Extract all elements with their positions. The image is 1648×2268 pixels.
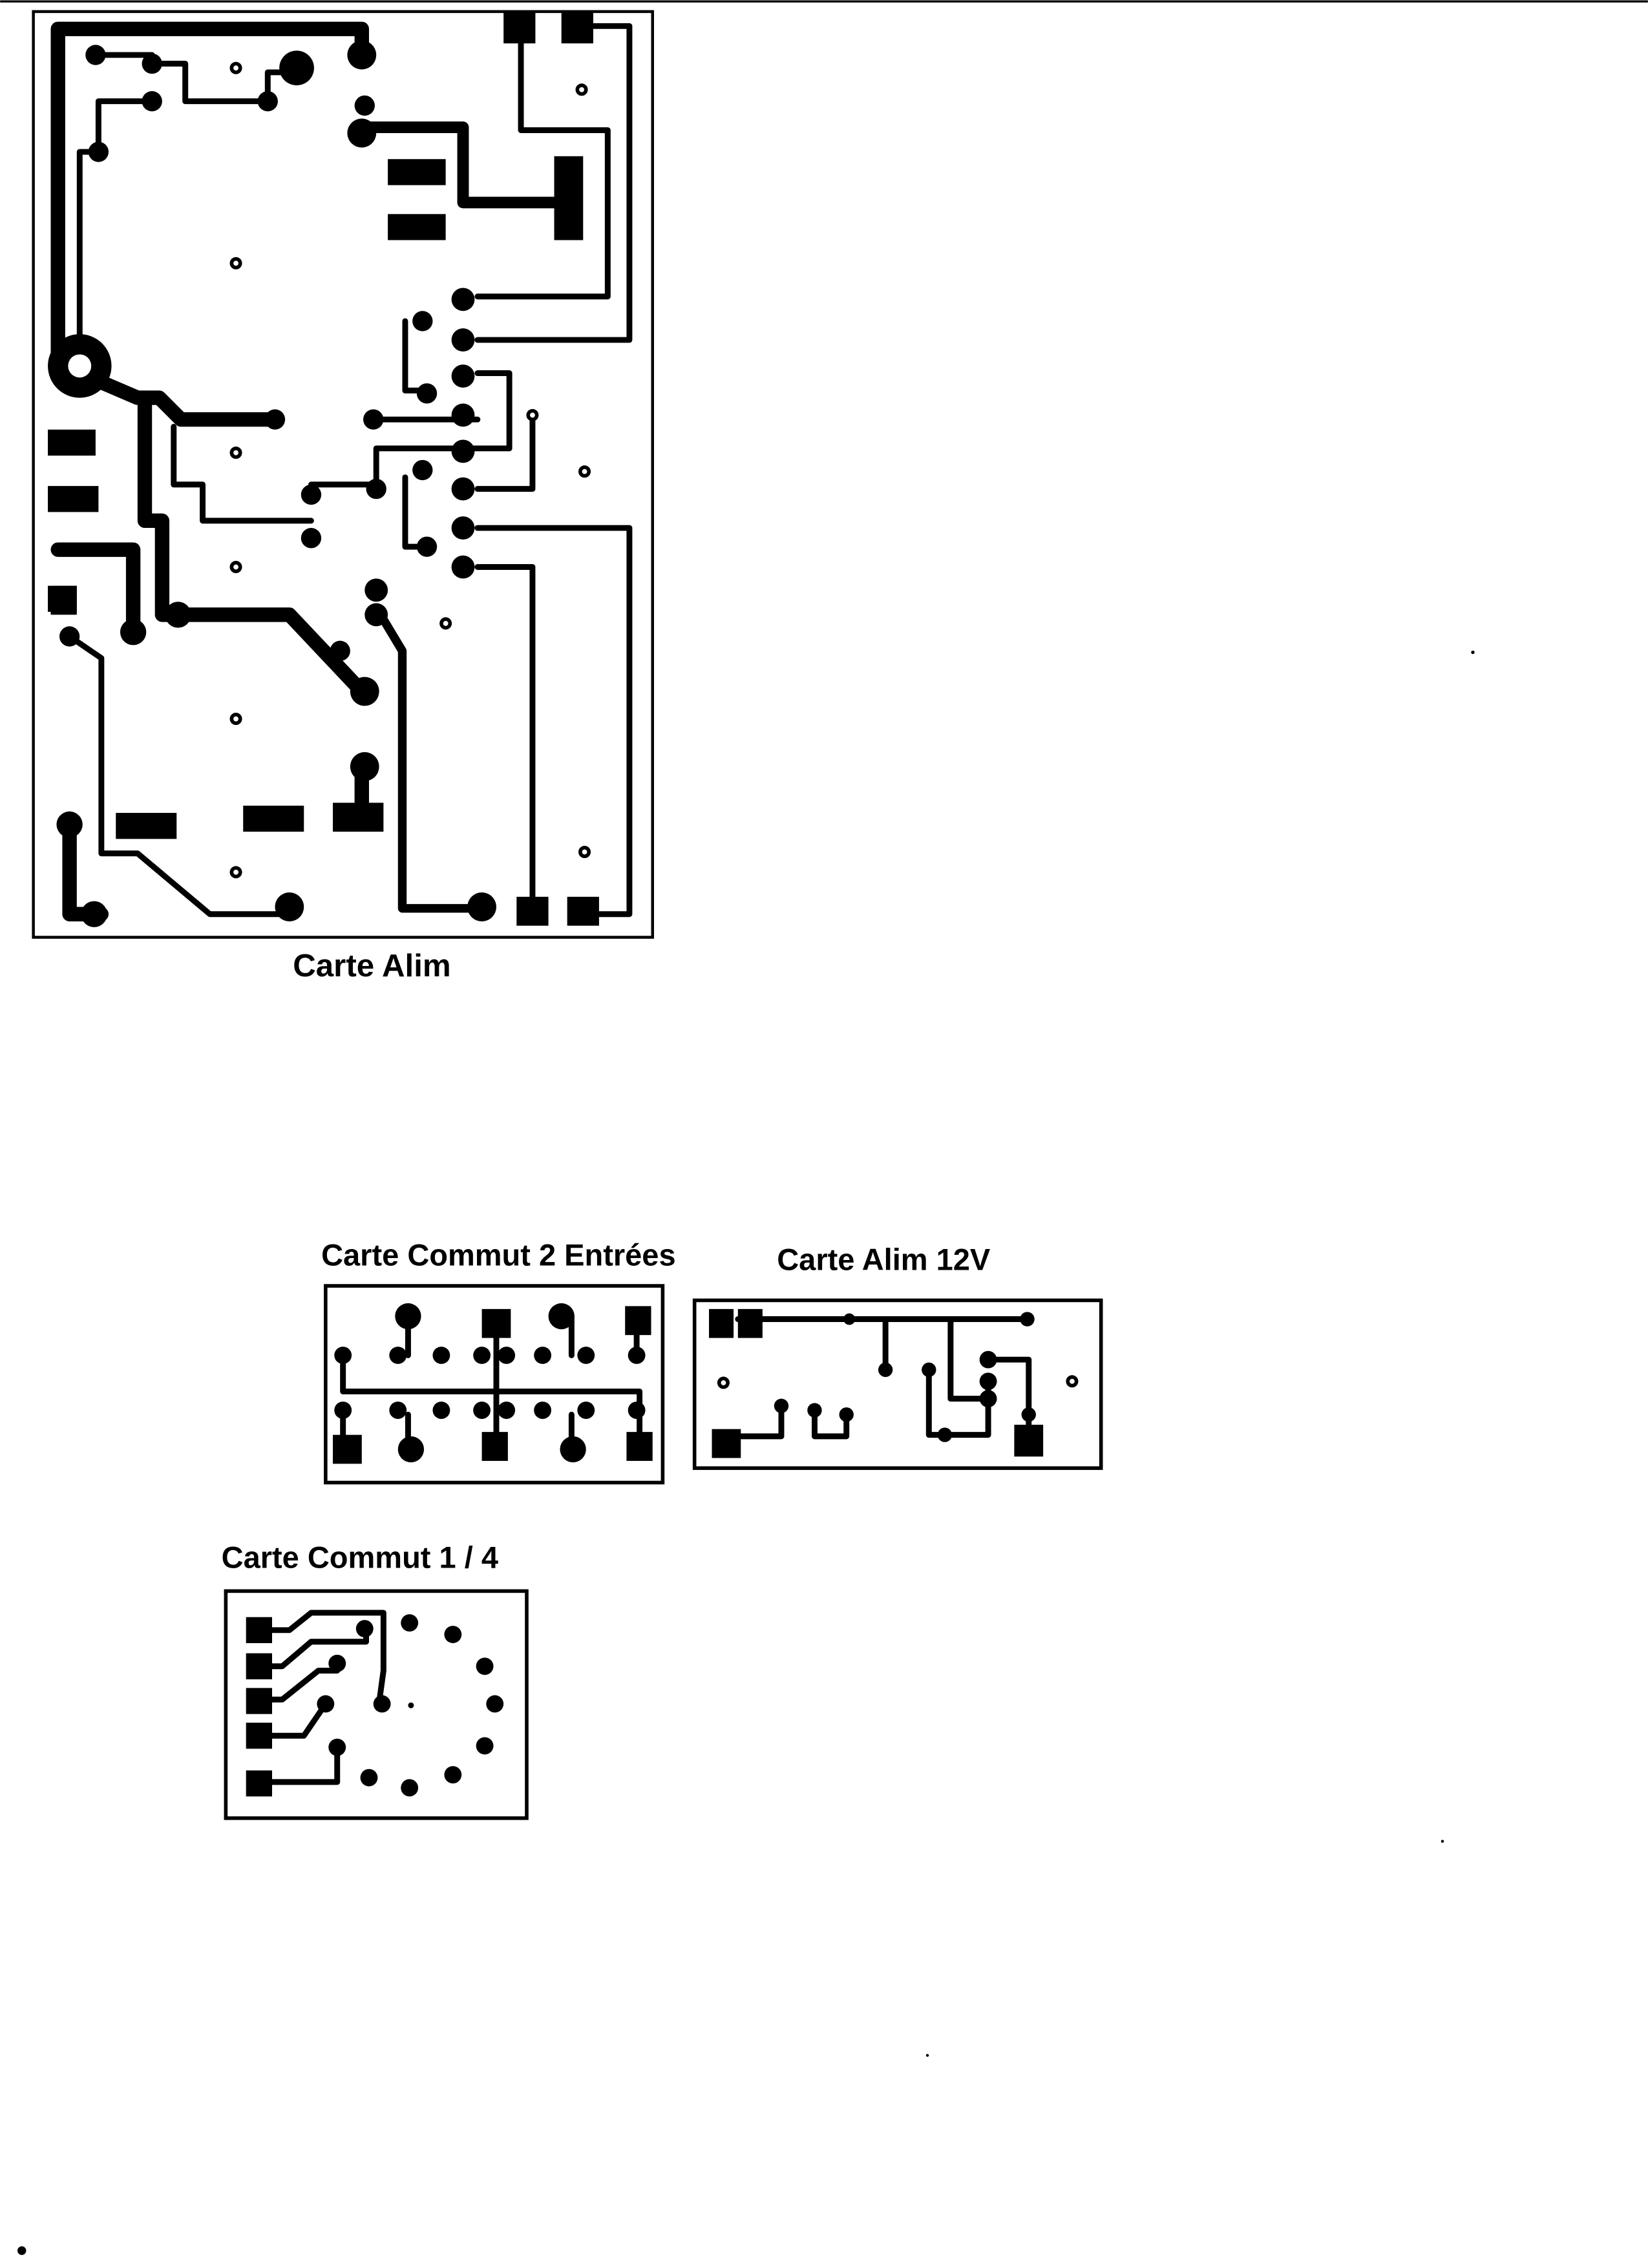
- copper-traces: [257, 1610, 386, 1785]
- drill-holes: [717, 1375, 1079, 1389]
- board-title-alim-12v: Carte Alim 12V: [777, 1242, 991, 1276]
- pads: [333, 1303, 653, 1464]
- pads: [48, 11, 599, 927]
- board-outline: [324, 1284, 665, 1485]
- carte-alim-12v-board: Carte Alim 12V: [692, 1242, 1103, 1470]
- pads: [709, 1308, 1044, 1458]
- board-outline: [692, 1298, 1103, 1470]
- carte-commut-2-entrees-board: Carte Commut 2 Entrées: [321, 1238, 676, 1485]
- carte-alim-board: Carte Alim: [32, 10, 654, 983]
- board-outline: [224, 1589, 529, 1820]
- pads: [246, 1614, 504, 1797]
- copper-traces: [50, 21, 633, 921]
- copper-traces: [340, 1313, 643, 1449]
- board-title-carte-alim: Carte Alim: [293, 948, 450, 983]
- board-outline: [32, 10, 654, 939]
- scan-specks: [17, 650, 1475, 2255]
- drill-holes: [68, 61, 591, 879]
- carte-commut-1-4-board: Carte Commut 1 / 4: [222, 1540, 529, 1820]
- board-title-commut-2-entrees: Carte Commut 2 Entrées: [321, 1238, 676, 1272]
- copper-traces: [728, 1316, 1032, 1440]
- board-title-commut-1-4: Carte Commut 1 / 4: [222, 1540, 498, 1575]
